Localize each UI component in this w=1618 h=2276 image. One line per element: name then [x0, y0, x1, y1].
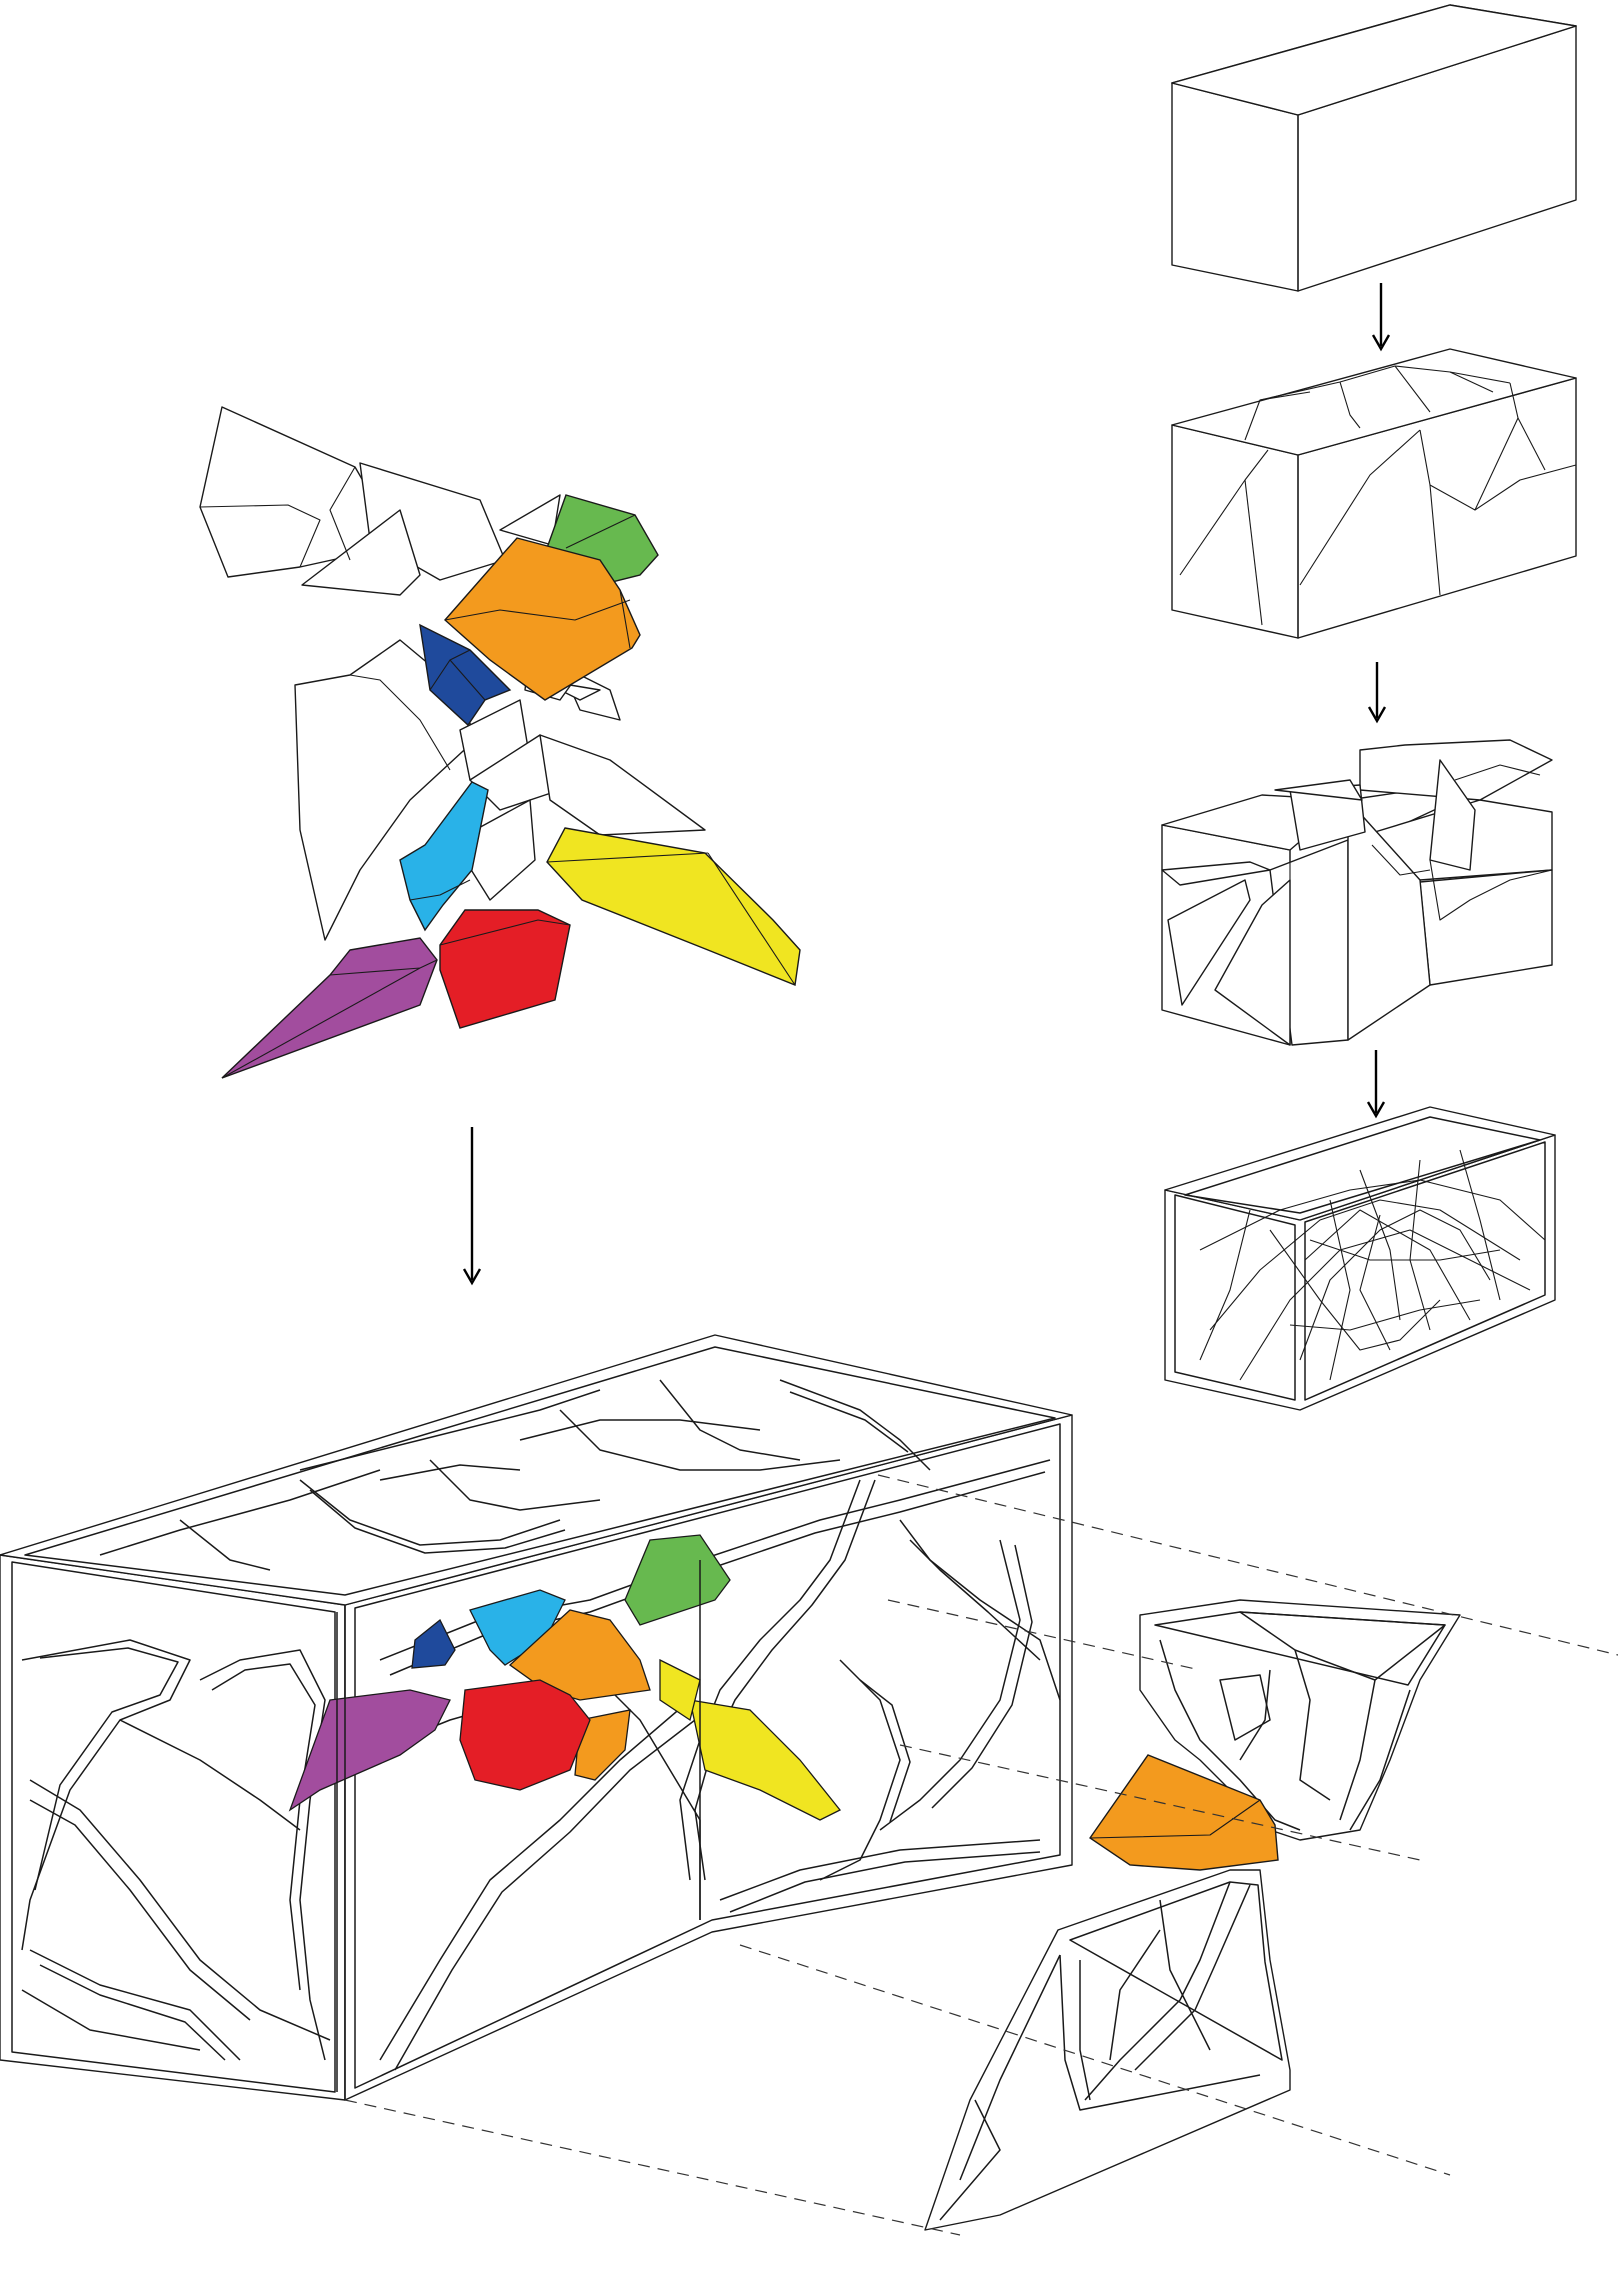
arrow-down-3 — [1366, 1050, 1386, 1119]
arrow-down-1 — [1371, 283, 1391, 352]
assembly-cell-green — [624, 1534, 731, 1626]
extracted-piece-bottom — [924, 1869, 1291, 2231]
cell-yellow — [546, 827, 801, 986]
assembly-cell-red — [459, 1679, 591, 1791]
cell-purple — [221, 937, 438, 1079]
projection-lines — [344, 1474, 1618, 2236]
stage-4-lattice-box — [1164, 1106, 1556, 1411]
assembly-cell-yellow-2 — [659, 1658, 701, 1722]
assembly-cell-yellow — [689, 1699, 842, 1821]
stage-1-solid-box — [1171, 4, 1577, 292]
cell-orange — [444, 537, 641, 701]
assembly-cell-purple — [288, 1689, 451, 1812]
cell-red — [439, 909, 571, 1029]
arrow-down-left — [462, 1127, 482, 1286]
lattice-assembly — [0, 1334, 1073, 2101]
extracted-piece-orange — [1089, 1754, 1279, 1871]
assembly-cell-dark-blue — [411, 1618, 456, 1669]
exploded-cells-cluster — [199, 406, 801, 1079]
extracted-piece-top — [1139, 1599, 1461, 1841]
cell-light-blue — [399, 781, 489, 932]
stage-2-voronoi-box — [1171, 348, 1577, 639]
arrow-down-2 — [1367, 662, 1387, 724]
stage-3-separated-cells — [1161, 739, 1553, 1046]
assembly-cell-orange-2 — [574, 1709, 631, 1781]
